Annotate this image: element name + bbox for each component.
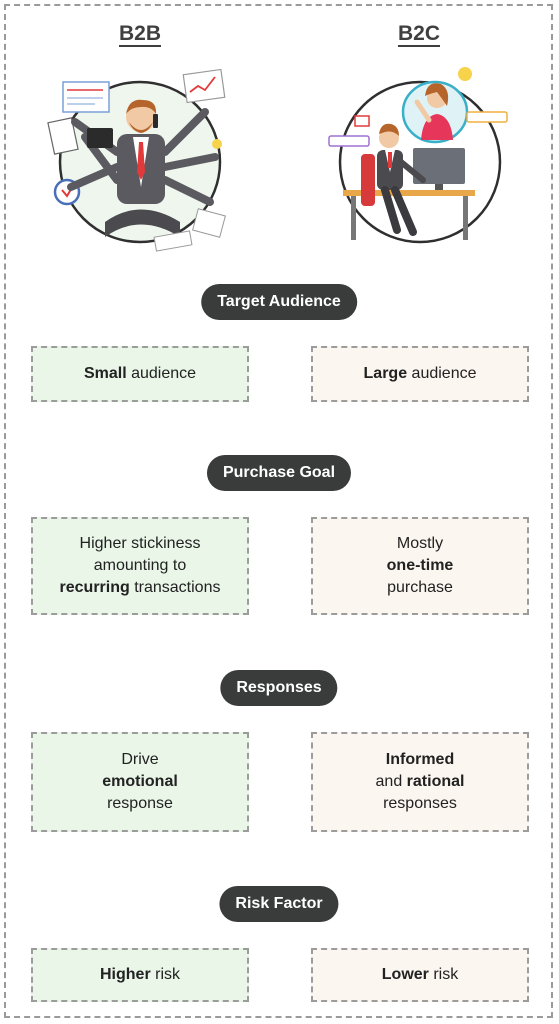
b2c-purchase-goal-card: Mostly one-time purchase — [311, 517, 529, 615]
b2b-risk-factor-card: Higher risk — [31, 948, 249, 1002]
section-title-target-audience: Target Audience — [201, 284, 357, 320]
b2c-risk-factor-card: Lower risk — [311, 948, 529, 1002]
b2c-column-title: B2C — [397, 22, 440, 45]
section-title-risk-factor: Risk Factor — [219, 886, 339, 922]
b2c-target-audience-card: Large audience — [311, 346, 529, 402]
b2b-purchase-goal-card: Higher stickiness amounting to recurring… — [31, 517, 249, 615]
infographic-frame — [4, 4, 553, 1018]
b2b-column-title: B2B — [118, 22, 161, 45]
b2b-responses-card: Drive emotional response — [31, 732, 249, 832]
b2c-responses-card: Informed and rational responses — [311, 732, 529, 832]
customer-service-agent-icon — [328, 67, 508, 244]
multitasking-businessman-icon — [47, 68, 226, 252]
section-title-responses: Responses — [220, 670, 338, 706]
section-title-purchase-goal: Purchase Goal — [206, 455, 352, 491]
b2b-target-audience-card: Small audience — [31, 346, 249, 402]
